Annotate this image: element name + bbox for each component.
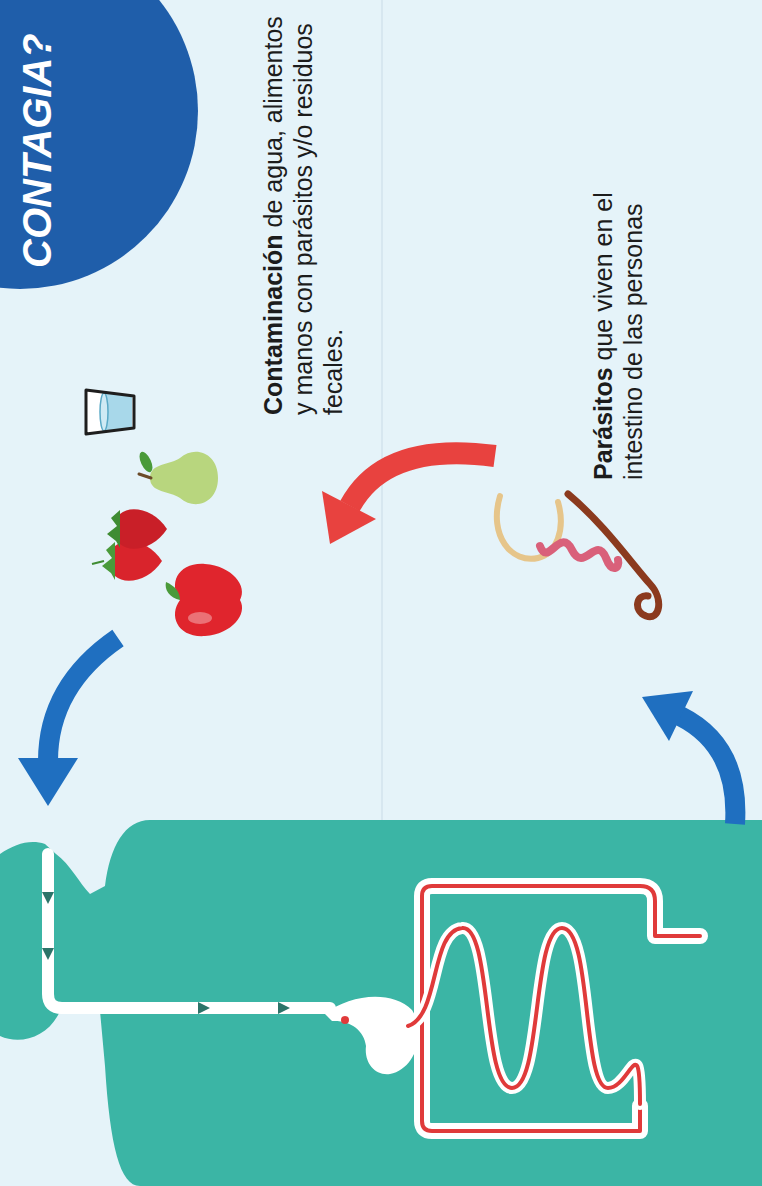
cycle-arrowhead: [642, 691, 693, 741]
bold-lead: Contaminación: [259, 234, 287, 415]
text-block: Contaminaciónde agua, alimentos y manos …: [258, 15, 348, 415]
heading-block: CONTAGIA?: [14, 33, 60, 268]
cycle-arrowhead: [322, 491, 376, 544]
bold-lead: Parásitos: [589, 367, 617, 480]
strawberry: [120, 509, 167, 549]
water-surface: [100, 393, 108, 431]
pear: [150, 452, 218, 504]
cycle-arrow: [48, 638, 118, 761]
heading: CONTAGIA?: [14, 33, 60, 268]
flow-arrow: [278, 1002, 290, 1014]
glass-outline: [86, 390, 134, 434]
flow-arrow: [198, 1002, 210, 1014]
small-intestine: [408, 928, 640, 1104]
worm: [540, 542, 618, 568]
oesophagus: [48, 854, 330, 1008]
cycle-arrow: [350, 453, 495, 506]
apple: [175, 564, 242, 636]
apple-leaf: [166, 582, 180, 600]
body-silhouette: [0, 820, 762, 1186]
pear-stem: [139, 474, 151, 478]
strawberry-leaves: [107, 510, 120, 548]
stomach-mark: [341, 1016, 349, 1024]
caption-text: Parásitosque viven en el intestino de la…: [588, 130, 648, 480]
caption-text: Contaminaciónde agua, alimentos y manos …: [258, 15, 348, 415]
cycle-arrowhead: [18, 758, 78, 806]
small-intestine-outline: [408, 928, 640, 1104]
cycle-arrow: [680, 716, 735, 824]
strawberry-stem: [92, 561, 104, 564]
glass: [86, 390, 134, 434]
text-block: Parásitosque viven en el intestino de la…: [588, 130, 648, 480]
heading-circle: [0, 0, 198, 289]
stomach: [325, 997, 419, 1074]
pear-leaf: [137, 450, 155, 474]
flow-arrow: [42, 948, 54, 960]
worm: [568, 494, 659, 617]
flow-arrow: [42, 892, 54, 904]
apple-highlight: [188, 612, 212, 624]
